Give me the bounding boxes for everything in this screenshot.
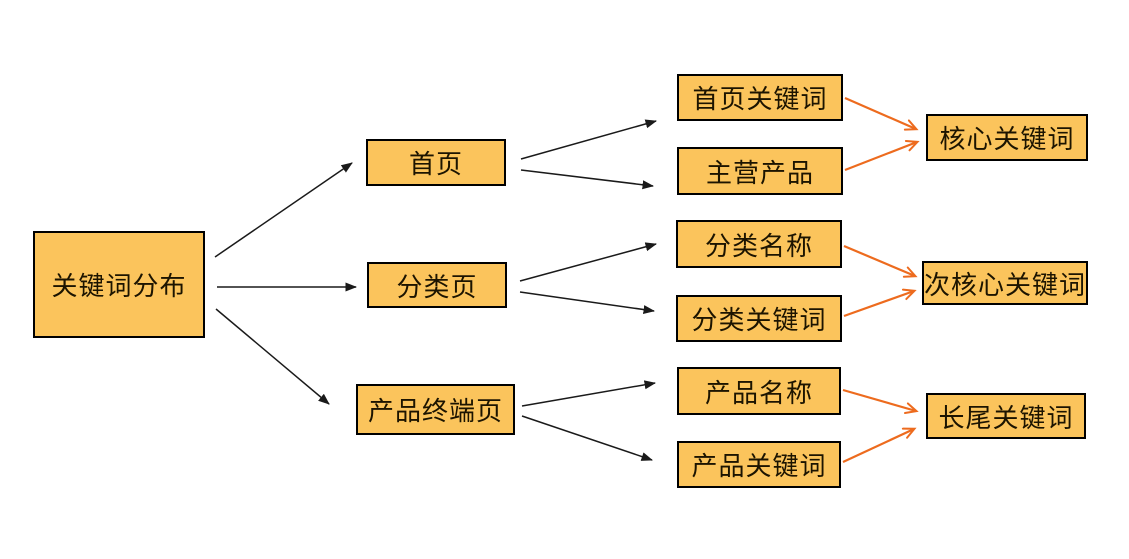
edge-category-page-category-name [519, 242, 657, 282]
node-category-page: 分类页 [367, 262, 507, 308]
edge-home-keywords-core-keywords [844, 96, 919, 131]
node-core-keywords: 核心关键词 [926, 114, 1088, 161]
node-product-name: 产品名称 [677, 367, 841, 415]
node-category-keywords: 分类关键词 [676, 295, 842, 342]
node-product-keywords: 产品关键词 [677, 441, 841, 488]
edge-product-page-product-name [521, 380, 656, 407]
edge-category-page-category-keywords [519, 291, 655, 314]
edge-category-name-sub-core-keywords [843, 244, 918, 278]
node-category-name: 分类名称 [676, 220, 842, 268]
node-main-products: 主营产品 [677, 147, 843, 195]
edge-home-home-keywords [520, 119, 657, 160]
edge-product-page-product-keywords [521, 415, 653, 461]
node-home: 首页 [366, 139, 506, 186]
node-home-keywords: 首页关键词 [677, 74, 843, 121]
edge-root-home [214, 162, 353, 258]
node-sub-core-keywords: 次核心关键词 [922, 261, 1088, 305]
node-longtail-keywords: 长尾关键词 [926, 393, 1086, 439]
edge-product-name-longtail-keywords [842, 388, 919, 415]
edge-category-keywords-sub-core-keywords [843, 288, 917, 318]
edge-root-product-page [215, 308, 330, 405]
node-product-page: 产品终端页 [356, 384, 515, 435]
edge-main-products-core-keywords [844, 139, 920, 172]
node-root: 关键词分布 [33, 231, 205, 338]
edge-product-keywords-longtail-keywords [842, 427, 917, 463]
edge-home-main-products [520, 169, 654, 190]
